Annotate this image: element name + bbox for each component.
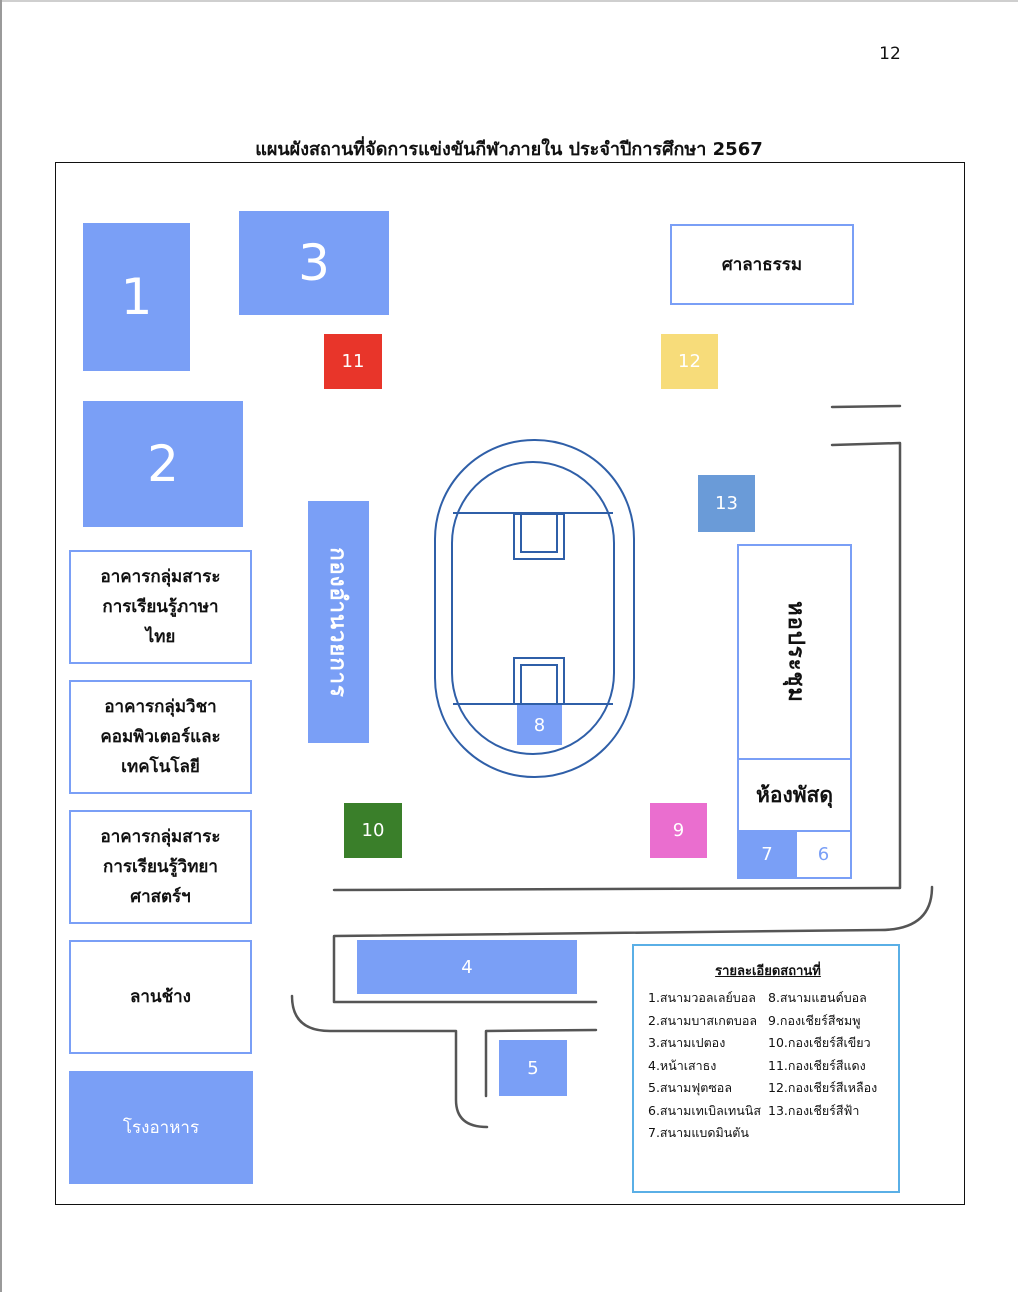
legend-column-2: 8.สนามแฮนด์บอล 9.กองเชียร์สีชมพู 10.กองเ… bbox=[768, 987, 877, 1145]
road-top-right-short bbox=[830, 404, 902, 409]
zone-12-yellow-cheer: 12 bbox=[661, 334, 718, 389]
road-lower-stub bbox=[484, 1028, 598, 1098]
zone-5-futsal: 5 bbox=[499, 1040, 567, 1096]
legend-item: 12.กองเชียร์สีเหลือง bbox=[768, 1080, 878, 1095]
zone-13-lightblue-cheer: 13 bbox=[698, 475, 755, 532]
legend-item: 11.กองเชียร์สีแดง bbox=[768, 1057, 866, 1073]
zone-1-volleyball: 1 bbox=[83, 223, 190, 371]
legend-column-1: 1.สนามวอลเลย์บอล 2.สนามบาสเกตบอล 3.สนามเ… bbox=[648, 987, 768, 1145]
zone-11-red-cheer: 11 bbox=[324, 334, 382, 389]
zone-7-badminton: 7 bbox=[737, 830, 797, 879]
goal-box-top-inner bbox=[520, 513, 558, 553]
legend-item: 7.สนามแบดมินตัน bbox=[648, 1125, 749, 1140]
science-building: อาคารกลุ่มสาระการเรียนรู้วิทยาศาสตร์ฯ bbox=[69, 810, 252, 924]
map-title: แผนผังสถานที่จัดการแข่งขันกีฬาภายใน ประจ… bbox=[255, 139, 763, 160]
map-frame bbox=[55, 162, 965, 1205]
legend-item: 2.สนามบาสเกตบอล bbox=[648, 1012, 758, 1028]
legend-item: 4.หน้าเสาธง bbox=[648, 1057, 717, 1073]
legend-item: 1.สนามวอลเลย์บอล bbox=[648, 990, 756, 1005]
road-lower-left-curve bbox=[290, 994, 489, 1129]
running-track bbox=[434, 439, 635, 778]
road-lower-loop bbox=[332, 885, 934, 1004]
admin-label: กองอำนวยการ bbox=[325, 546, 350, 698]
assembly-hall: หอประชุม bbox=[737, 544, 852, 760]
legend-item: 5.สนามฟุตซอล bbox=[648, 1080, 732, 1095]
page-left-border bbox=[0, 0, 2, 1292]
zone-10-green-cheer: 10 bbox=[344, 803, 402, 858]
legend-item: 10.กองเชียร์สีเขียว bbox=[768, 1035, 871, 1050]
zone-6-table-tennis: 6 bbox=[795, 830, 852, 879]
lan-chang: ลานช้าง bbox=[69, 940, 252, 1054]
admin-building: กองอำนวยการ bbox=[308, 501, 369, 743]
legend-item: 9.กองเชียร์สีชมพู bbox=[768, 1012, 861, 1028]
zone-9-pink-cheer: 9 bbox=[650, 803, 707, 858]
zone-2-basketball: 2 bbox=[83, 401, 243, 527]
page-top-border bbox=[0, 0, 1018, 2]
legend-title: รายละเอียดสถานที่ bbox=[715, 964, 821, 979]
computer-building: อาคารกลุ่มวิชาคอมพิวเตอร์และเทคโนโลยี bbox=[69, 680, 252, 794]
zone-3-petanque: 3 bbox=[239, 211, 389, 315]
canteen: โรงอาหาร bbox=[69, 1071, 253, 1184]
page-number: 12 bbox=[879, 44, 901, 64]
legend-box: รายละเอียดสถานที่ 1.สนามวอลเลย์บอล 2.สนา… bbox=[632, 944, 900, 1193]
storage-room: ห้องพัสดุ bbox=[737, 758, 852, 832]
zone-4-flagpole: 4 bbox=[357, 940, 577, 994]
track-inner bbox=[451, 461, 615, 755]
goal-box-bottom-inner bbox=[520, 664, 558, 705]
sala-tham: ศาลาธรรม bbox=[670, 224, 854, 305]
road-right bbox=[332, 441, 902, 892]
legend-item: 13.กองเชียร์สีฟ้า bbox=[768, 1102, 860, 1118]
legend-item: 3.สนามเปตอง bbox=[648, 1035, 726, 1050]
legend-item: 6.สนามเทเบิลเทนนิส bbox=[648, 1102, 761, 1118]
hall-label: หอประชุม bbox=[782, 601, 808, 703]
thai-building: อาคารกลุ่มสาระการเรียนรู้ภาษาไทย bbox=[69, 550, 252, 664]
track-outer bbox=[434, 439, 635, 778]
legend-item: 8.สนามแฮนด์บอล bbox=[768, 990, 867, 1005]
zone-8-handball: 8 bbox=[517, 705, 562, 745]
